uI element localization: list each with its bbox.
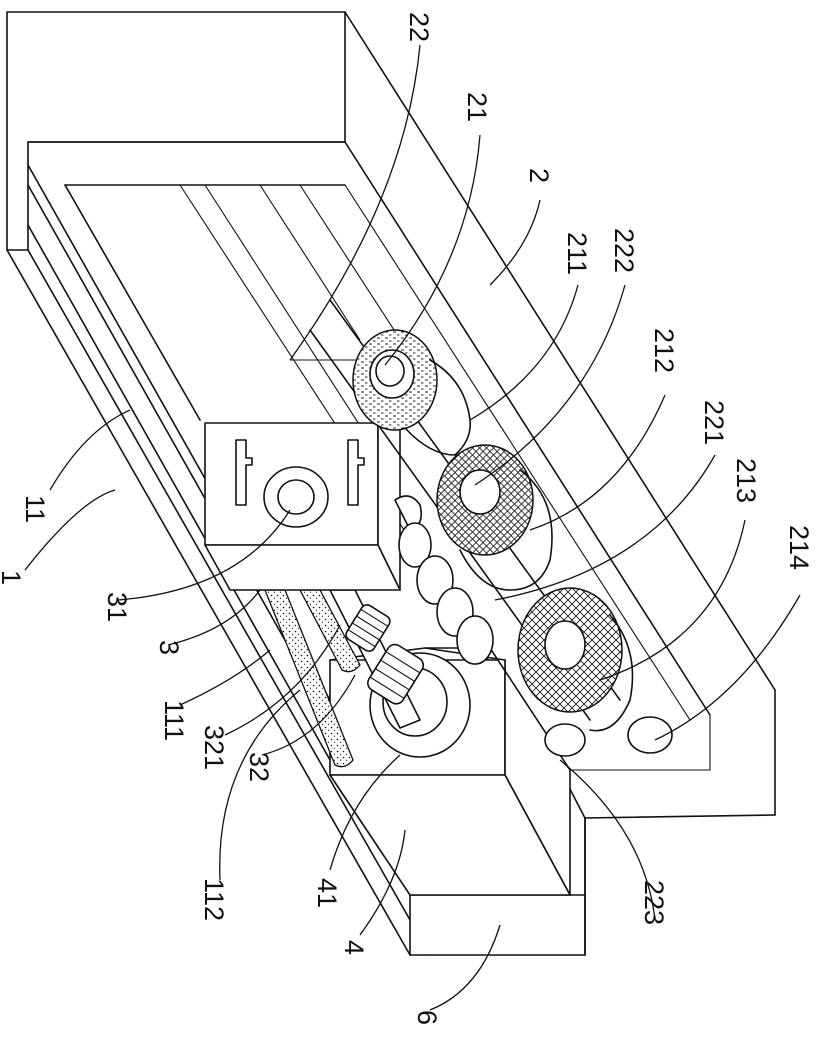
label-3: 3	[154, 640, 184, 655]
label-21: 21	[462, 92, 492, 122]
roller-212	[437, 445, 552, 590]
label-211: 211	[562, 232, 592, 275]
label-41: 41	[312, 878, 342, 908]
label-221: 221	[699, 400, 729, 445]
label-32: 32	[244, 752, 274, 782]
label-31: 31	[102, 592, 132, 622]
label-223: 223	[639, 880, 669, 925]
ball-223	[545, 724, 585, 756]
label-222: 222	[609, 228, 639, 273]
label-111: 111	[159, 700, 189, 741]
label-212: 212	[649, 328, 679, 373]
block-3	[205, 420, 400, 590]
label-6: 6	[412, 1010, 442, 1025]
label-22: 22	[404, 12, 434, 42]
label-214: 214	[784, 525, 814, 570]
label-213: 213	[731, 458, 761, 503]
label-112: 112	[199, 878, 229, 921]
roller-213	[518, 588, 633, 731]
label-11: 11	[20, 495, 50, 523]
label-2: 2	[524, 168, 554, 183]
label-321: 321	[199, 725, 229, 770]
label-4: 4	[339, 940, 369, 955]
label-1: 1	[0, 570, 26, 585]
